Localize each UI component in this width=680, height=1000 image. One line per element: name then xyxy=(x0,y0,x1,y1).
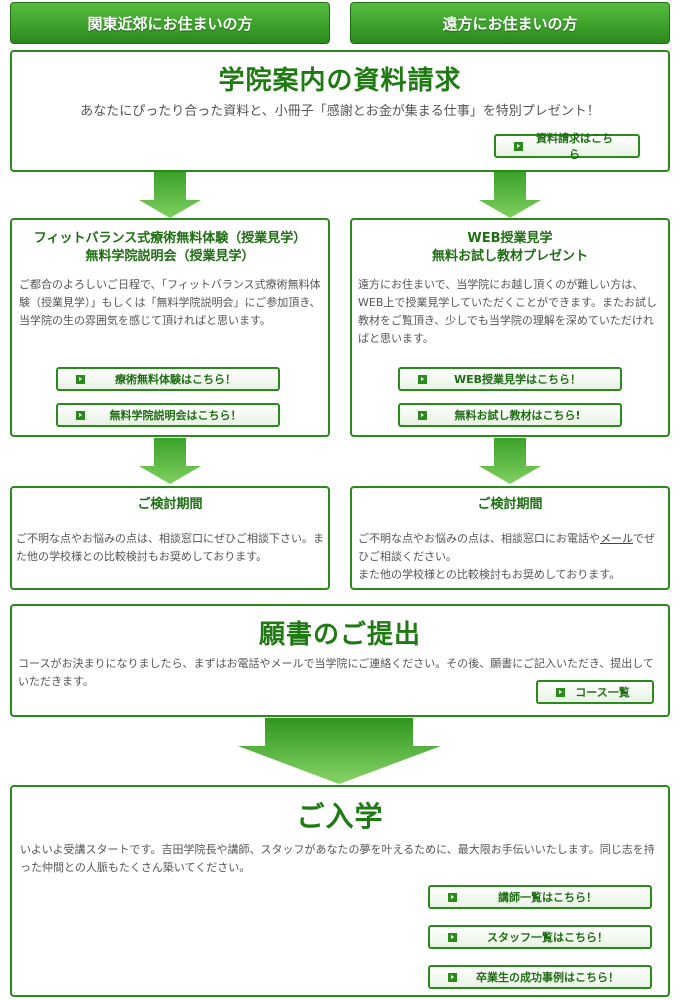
tab-remote-label: 遠方にお住まいの方 xyxy=(442,14,578,33)
consider-title-left: ご検討期間 xyxy=(137,497,203,512)
enroll-title: ご入学 xyxy=(296,800,384,833)
arrow-bullet-icon xyxy=(448,892,457,902)
web-text: 遠方にお住まいで、当学院にお越し頂くのが難しい方は、WEB上で授業見学していただ… xyxy=(358,278,657,345)
consider-section-right: ご検討期間 ご不明な点やお悩みの点は、相談窓口にお電話やメールでぜひご相談くださ… xyxy=(350,486,670,590)
info-session-button[interactable]: 無料学院説明会はこちら！ xyxy=(56,403,280,427)
arrow-bullet-icon xyxy=(556,687,565,697)
arrow-bullet-icon xyxy=(418,410,427,420)
consider-title-right: ご検討期間 xyxy=(477,497,543,512)
instructor-list-button[interactable]: 講師一覧はこちら！ xyxy=(428,885,652,909)
enroll-text: いよいよ受講スタートです。吉田学院長や講師、スタッフがあなたの夢を叶えるために、… xyxy=(20,843,655,874)
down-arrow-icon xyxy=(479,438,541,484)
enroll-section: ご入学 いよいよ受講スタートです。吉田学院長や講師、スタッフがあなたの夢を叶える… xyxy=(10,785,670,997)
staff-list-button[interactable]: スタッフ一覧はこちら！ xyxy=(428,925,652,949)
application-title: 願書のご提出 xyxy=(258,620,421,650)
consider-section-left: ご検討期間 ご不明な点やお悩みの点は、相談窓口にぜひご相談下さい。また他の学校様… xyxy=(10,486,330,590)
web-title-line1: WEB授業見学 xyxy=(467,231,553,246)
web-section: WEB授業見学 無料お試し教材プレゼント 遠方にお住まいで、当学院にお越し頂くの… xyxy=(350,218,670,437)
success-stories-button[interactable]: 卒業生の成功事例はこちら！ xyxy=(428,965,652,989)
down-arrow-icon xyxy=(479,172,541,218)
consider-text-right: ご不明な点やお悩みの点は、相談窓口にお電話やメールでぜひご相談ください。 また他… xyxy=(358,532,655,581)
mail-link[interactable]: メール xyxy=(600,532,633,545)
tab-local-label: 関東近郊にお住まいの方 xyxy=(87,14,253,33)
arrow-bullet-icon xyxy=(448,972,457,982)
trial-title-line2: 無料学院説明会（授業見学） xyxy=(85,249,255,264)
arrow-bullet-icon xyxy=(448,932,457,942)
course-list-button[interactable]: コース一覧 xyxy=(536,680,654,704)
web-title-line2: 無料お試し教材プレゼント xyxy=(431,249,588,264)
request-description: あなたにぴったり合った資料と、小冊子「感謝とお金が集まる仕事」を特別プレゼント！ xyxy=(80,104,600,119)
tab-local-residents[interactable]: 関東近郊にお住まいの方 xyxy=(10,2,330,44)
request-title: 学院案内の資料請求 xyxy=(218,66,462,96)
arrow-bullet-icon xyxy=(76,374,85,384)
free-materials-button[interactable]: 無料お試し教材はこちら! xyxy=(398,403,622,427)
tab-remote-residents[interactable]: 遠方にお住まいの方 xyxy=(350,2,670,44)
arrow-bullet-icon xyxy=(514,141,523,151)
trial-text: ご都合のよろしいご日程で、「フィットバランス式療術無料体験（授業見学）」もしくは… xyxy=(19,278,321,327)
request-section: 学院案内の資料請求 あなたにぴったり合った資料と、小冊子「感謝とお金が集まる仕事… xyxy=(10,50,670,172)
down-arrow-icon xyxy=(238,718,441,784)
down-arrow-icon xyxy=(139,438,201,484)
request-brochure-button[interactable]: 資料請求はこちら xyxy=(494,132,640,161)
trial-title-line1: フィットバランス式療術無料体験（授業見学） xyxy=(33,231,307,246)
free-trial-button[interactable]: 療術無料体験はこちら！ xyxy=(56,367,280,391)
application-text: コースがお決まりになりましたら、まずはお電話やメールで当学院にご連絡ください。そ… xyxy=(18,657,654,688)
application-section: 願書のご提出 コースがお決まりになりましたら、まずはお電話やメールで当学院にご連… xyxy=(10,604,670,717)
down-arrow-icon xyxy=(139,172,201,218)
consider-text-left: ご不明な点やお悩みの点は、相談窓口にぜひご相談下さい。また他の学校様との比較検討… xyxy=(16,532,324,563)
web-class-button[interactable]: WEB授業見学はこちら！ xyxy=(398,367,622,391)
arrow-bullet-icon xyxy=(76,410,85,420)
trial-section: フィットバランス式療術無料体験（授業見学） 無料学院説明会（授業見学） ご都合の… xyxy=(10,218,330,437)
arrow-bullet-icon xyxy=(418,374,427,384)
